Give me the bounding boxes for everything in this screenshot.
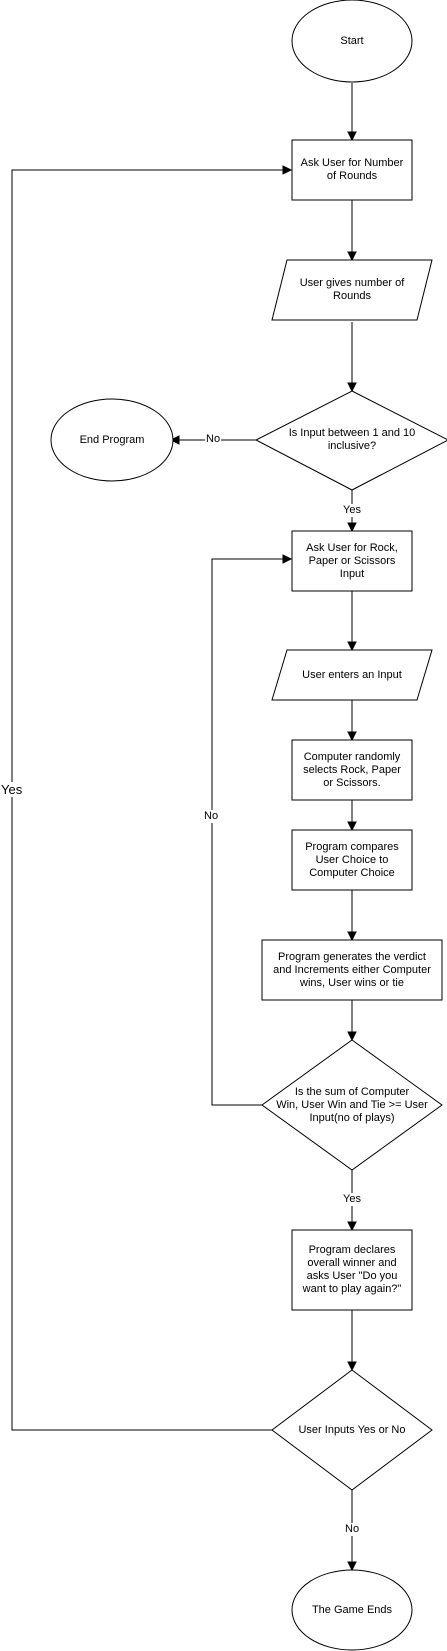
node-text-line: Input(no of plays) bbox=[309, 1111, 395, 1124]
node-text-line: Program compares bbox=[305, 840, 399, 853]
ask-rps-process bbox=[291, 530, 413, 592]
play-again-decision bbox=[271, 1369, 433, 1491]
node-text-line: Win, User Win and Tie >= User bbox=[276, 1098, 428, 1111]
computer-selects-process bbox=[291, 739, 413, 801]
edge-label-check-sum-no: No bbox=[203, 810, 220, 823]
arrowhead bbox=[347, 251, 357, 262]
node-text-line: Is Input between 1 and 10 bbox=[288, 427, 416, 439]
node-text-line: Program declares bbox=[308, 1244, 396, 1256]
user-enters-input-io bbox=[271, 649, 433, 701]
node-text-line: inclusive? bbox=[327, 440, 377, 452]
node-text-line: The Game Ends bbox=[311, 1603, 393, 1616]
arrowhead bbox=[282, 165, 293, 175]
program-compares-process bbox=[291, 829, 413, 891]
arrowhead bbox=[347, 641, 357, 652]
arrowhead bbox=[347, 522, 357, 533]
node-text-line: or Scissors. bbox=[323, 776, 381, 789]
edge-label-play-again-yes: Yes bbox=[0, 782, 24, 797]
ask-rounds-process bbox=[291, 139, 413, 201]
node-text-line: selects Rock, Paper bbox=[303, 763, 401, 776]
node-text-line: User Choice to bbox=[315, 853, 389, 866]
node-text-line: Computer randomly bbox=[303, 750, 401, 763]
arrowhead bbox=[347, 131, 357, 142]
node-text-line: Rounds bbox=[333, 290, 371, 302]
arrowhead bbox=[347, 931, 357, 942]
shapes bbox=[50, 0, 447, 1651]
node-text-line: overall winner and bbox=[307, 1257, 397, 1269]
node-text-line: End Program bbox=[79, 433, 145, 446]
end-program-terminal bbox=[50, 398, 174, 482]
declare-winner-process bbox=[291, 1229, 413, 1311]
arrowhead bbox=[347, 382, 357, 393]
program-verdict-process bbox=[261, 939, 443, 1001]
check-input-decision bbox=[254, 390, 447, 491]
arrowhead bbox=[347, 821, 357, 832]
arrowhead bbox=[282, 554, 293, 564]
node-text-line: Input bbox=[339, 567, 365, 580]
node-text-line: Program generates the verdict bbox=[278, 950, 426, 963]
node-text-line: of Rounds bbox=[326, 170, 378, 182]
user-enters-input-label: User enters an Input bbox=[282, 650, 422, 700]
node-text-line: asks User "Do you bbox=[306, 1270, 398, 1282]
node-text-line: User enters an Input bbox=[302, 668, 402, 681]
node-text-line: User Inputs Yes or No bbox=[298, 1423, 406, 1436]
arrowhead bbox=[347, 731, 357, 742]
edge-label-check-input-no: No bbox=[205, 433, 222, 446]
play-again-label: User Inputs Yes or No bbox=[272, 1415, 432, 1445]
game-ends-terminal bbox=[291, 1569, 413, 1651]
node-text-line: Ask User for Rock, bbox=[306, 541, 398, 554]
arrowhead bbox=[347, 1361, 357, 1372]
node-text-line: want to play again?" bbox=[302, 1283, 402, 1295]
node-text-line: Paper or Scissors bbox=[308, 554, 396, 567]
game-ends-label: The Game Ends bbox=[292, 1590, 412, 1630]
node-text-line: Start bbox=[340, 34, 364, 47]
arrowhead bbox=[347, 1221, 357, 1232]
edge-check-sum-no-loop bbox=[211, 558, 284, 1106]
edge-label-check-sum-yes: Yes bbox=[342, 1193, 362, 1206]
node-text-line: User gives number of bbox=[299, 277, 405, 289]
connectors bbox=[11, 83, 353, 1563]
edge-label-check-input-yes: Yes bbox=[342, 504, 362, 517]
start-terminal bbox=[291, 0, 413, 83]
start-label: Start bbox=[292, 20, 412, 62]
arrowhead bbox=[347, 1561, 357, 1572]
node-text-line: Is the sum of Computer bbox=[294, 1085, 410, 1098]
end-program-label: End Program bbox=[56, 420, 168, 460]
node-text-line: wins, User wins or tie bbox=[300, 976, 404, 989]
user-gives-rounds-io bbox=[271, 259, 433, 321]
edge-label-play-again-no: No bbox=[344, 1523, 361, 1536]
node-text-line: and Increments either Computer bbox=[273, 963, 431, 976]
arrowhead bbox=[169, 435, 180, 445]
edge-play-again-yes-loop bbox=[11, 169, 284, 1431]
arrowheads bbox=[169, 131, 357, 1572]
arrowhead bbox=[347, 1031, 357, 1042]
check-sum-decision bbox=[261, 1039, 443, 1171]
node-text-line: Computer Choice bbox=[309, 866, 395, 879]
node-text-line: Ask User for Number bbox=[300, 157, 404, 169]
